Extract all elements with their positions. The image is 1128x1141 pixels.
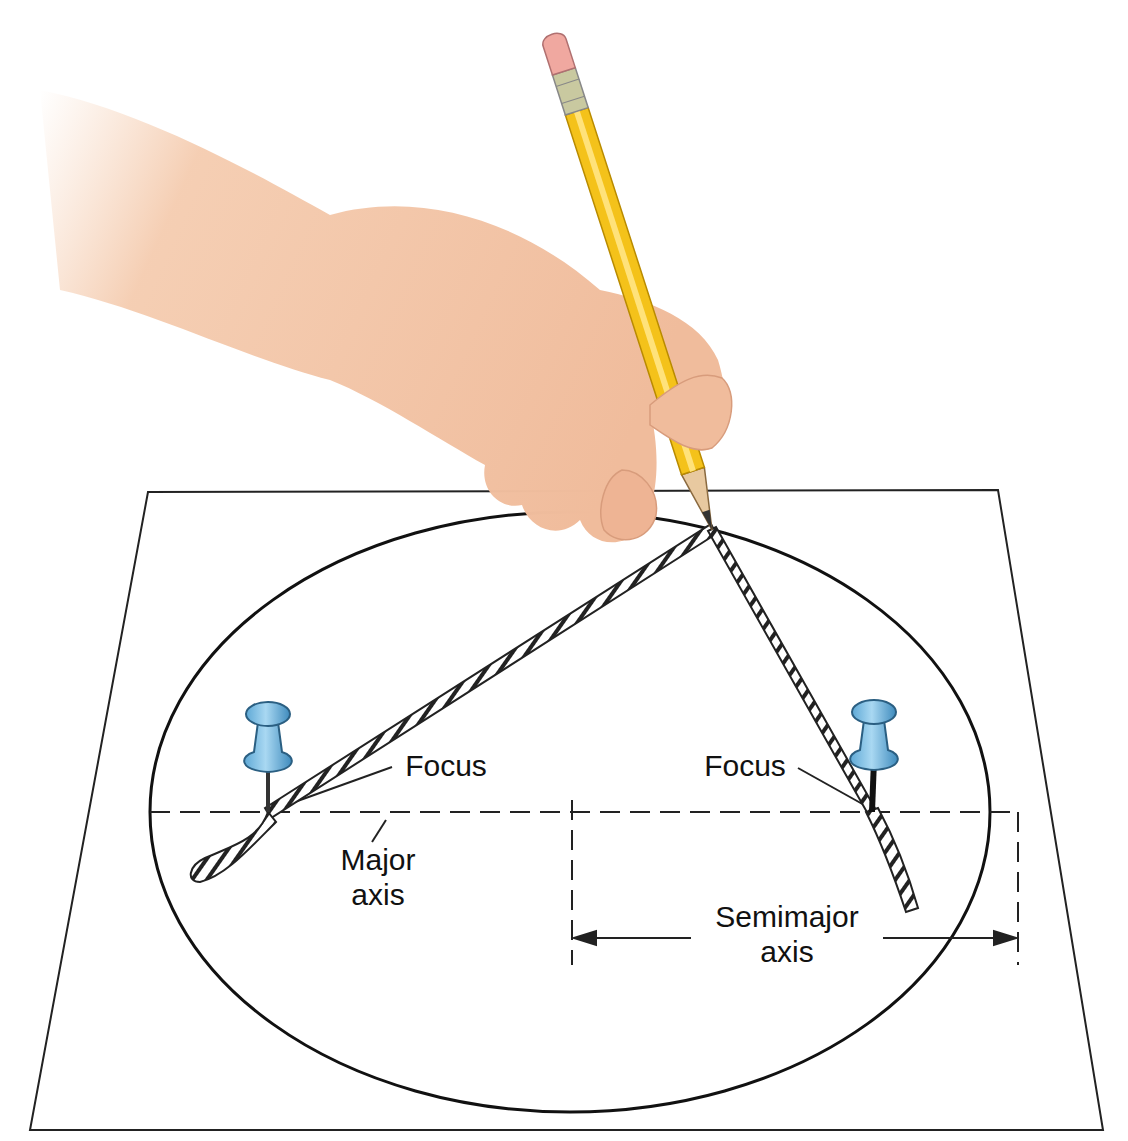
paper-sheet [30,490,1103,1130]
hand [40,90,726,542]
string [191,524,918,912]
finger [601,470,657,540]
axis-label: Major axis [323,843,433,912]
dimension-label: Semimajor axis [691,900,883,969]
pencil [540,31,723,534]
push-pin [244,702,292,812]
focus-label: Focus [405,749,487,784]
dashed-axis [150,800,1018,965]
focus-label: Focus [704,749,786,784]
push-pin [850,700,898,812]
thumb [650,375,732,449]
